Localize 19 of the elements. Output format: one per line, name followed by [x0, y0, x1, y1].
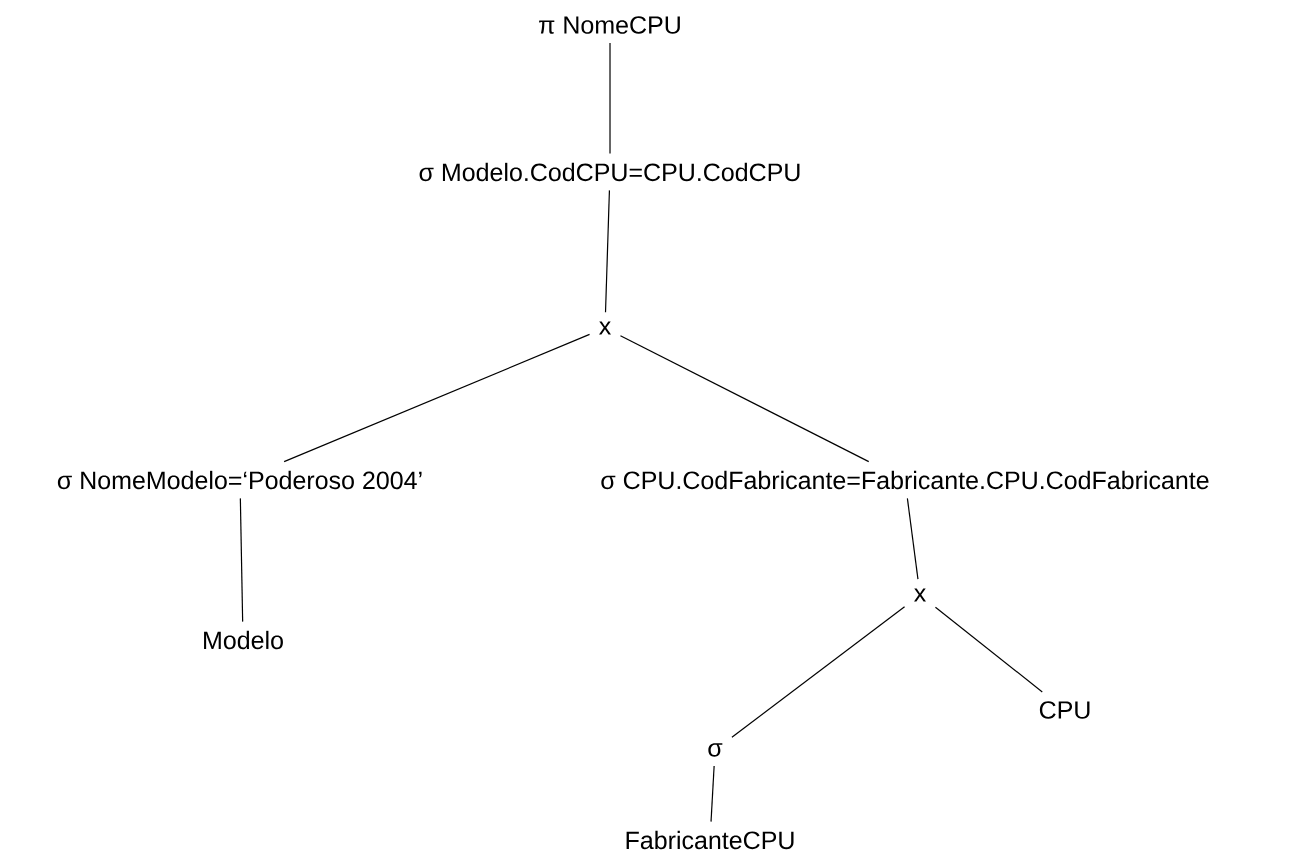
operator-label: x — [914, 588, 926, 602]
connector-line — [239, 497, 244, 623]
operator-label: FabricanteCPU — [626, 830, 794, 850]
connector-line — [710, 765, 715, 823]
connector-line — [283, 333, 591, 463]
operator-label: σ Modelo.CodCPU=CPU.CodCPU — [419, 162, 800, 182]
connector-line — [609, 42, 611, 155]
operator-label: σ NomeModelo=‘Poderoso 2004’ — [57, 470, 422, 490]
operator-label: x — [599, 321, 611, 335]
connector-line — [604, 189, 610, 313]
connector-line — [906, 497, 919, 580]
operator-label: CPU — [1039, 701, 1090, 719]
connector-line — [731, 606, 906, 738]
operator-label: σ CPU.CodFabricante=Fabricante.CPU.CodFabricante — [601, 470, 1209, 490]
connector-line — [934, 606, 1043, 693]
operator-label: σ — [708, 743, 723, 757]
operator-label: Modelo — [204, 630, 283, 650]
operator-label: π NomeCPU — [539, 16, 680, 34]
connector-line — [619, 335, 870, 463]
